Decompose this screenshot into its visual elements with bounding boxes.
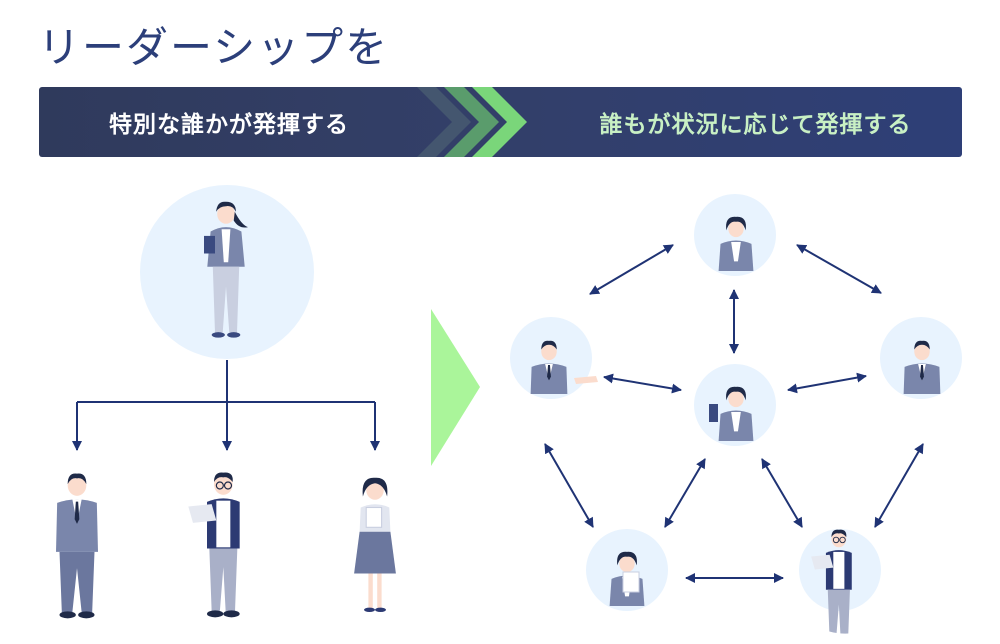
link-left-bottomleft bbox=[544, 443, 594, 528]
link-right-center bbox=[787, 372, 867, 394]
node-top bbox=[694, 194, 776, 276]
hierarchy-connectors bbox=[72, 360, 380, 451]
chevron-dim bbox=[417, 87, 471, 157]
link-top-right bbox=[796, 244, 882, 294]
after-label: 誰もが状況に応じて発揮する bbox=[599, 112, 912, 138]
network-links bbox=[544, 244, 924, 583]
comparison-banner: 特別な誰かが発揮する 誰もが状況に応じて発揮する bbox=[39, 87, 962, 157]
member-figure-man-glasses bbox=[187, 471, 241, 618]
node-bottom-left bbox=[586, 529, 668, 611]
chevron-arrows-icon bbox=[417, 87, 527, 157]
link-top-left bbox=[589, 244, 674, 295]
page-title: リーダーシップを bbox=[38, 23, 390, 72]
link-center-bottomright bbox=[761, 458, 803, 528]
before-label: 特別な誰かが発揮する bbox=[109, 112, 349, 138]
chevron-mid bbox=[444, 87, 499, 157]
member-figure-woman-skirt bbox=[353, 477, 397, 613]
play-triangle-icon bbox=[431, 309, 480, 466]
node-center bbox=[694, 364, 776, 446]
member-figure-man-suit bbox=[56, 473, 98, 619]
chevron-bright bbox=[472, 87, 527, 157]
node-right bbox=[880, 317, 962, 399]
link-center-bottomleft bbox=[664, 458, 706, 528]
node-left bbox=[510, 317, 598, 399]
link-right-bottomright bbox=[874, 443, 924, 528]
node-bottom-right bbox=[799, 529, 881, 644]
link-left-center bbox=[603, 373, 682, 394]
